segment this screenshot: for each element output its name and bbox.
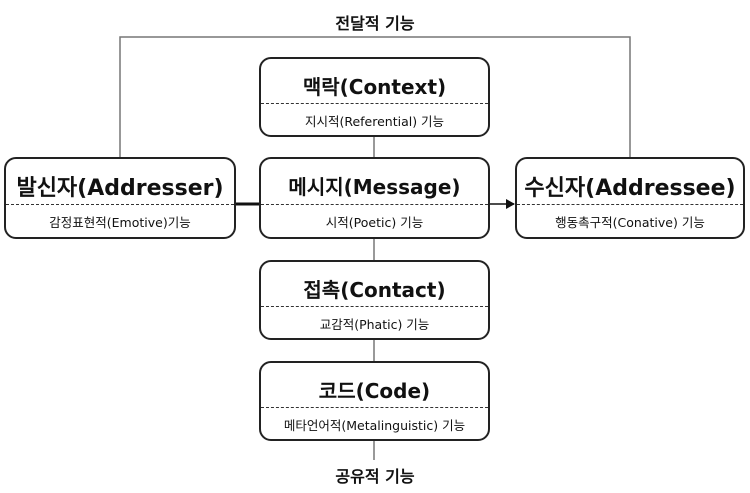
addressee-function: 행동촉구적(Conative) 기능 xyxy=(555,215,705,230)
code-function: 메타언어적(Metalinguistic) 기능 xyxy=(283,418,466,433)
sharing-function-label: 공유적 기능 xyxy=(335,467,415,486)
context-divider xyxy=(261,103,488,104)
contact-divider xyxy=(261,306,488,307)
message-divider xyxy=(261,204,488,205)
contact-title: 접촉(Contact) xyxy=(303,278,446,302)
code-box: 코드(Code) 메타언어적(Metalinguistic) 기능 xyxy=(259,361,490,441)
context-function: 지시적(Referential) 기능 xyxy=(304,114,445,129)
contact-function: 교감적(Phatic) 기능 xyxy=(319,317,430,332)
message-function: 시적(Poetic) 기능 xyxy=(325,215,424,230)
transmission-function-label: 전달적 기능 xyxy=(335,14,415,33)
context-box: 맥락(Context) 지시적(Referential) 기능 xyxy=(259,57,490,137)
message-box: 메시지(Message) 시적(Poetic) 기능 xyxy=(259,157,490,239)
addressee-title: 수신자(Addressee) xyxy=(524,176,736,201)
contact-box: 접촉(Contact) 교감적(Phatic) 기능 xyxy=(259,260,490,340)
code-divider xyxy=(261,407,488,408)
message-title: 메시지(Message) xyxy=(288,175,461,199)
transmission-bracket-line xyxy=(119,36,631,157)
addresser-divider xyxy=(6,204,234,205)
addressee-box: 수신자(Addressee) 행동촉구적(Conative) 기능 xyxy=(515,157,745,239)
code-title: 코드(Code) xyxy=(318,379,431,403)
addressee-divider xyxy=(517,204,743,205)
context-title: 맥락(Context) xyxy=(302,75,447,99)
addresser-box: 발신자(Addresser) 감정표현적(Emotive)기능 xyxy=(4,157,236,239)
addresser-function: 감정표현적(Emotive)기능 xyxy=(49,215,191,230)
addresser-title: 발신자(Addresser) xyxy=(16,176,224,201)
